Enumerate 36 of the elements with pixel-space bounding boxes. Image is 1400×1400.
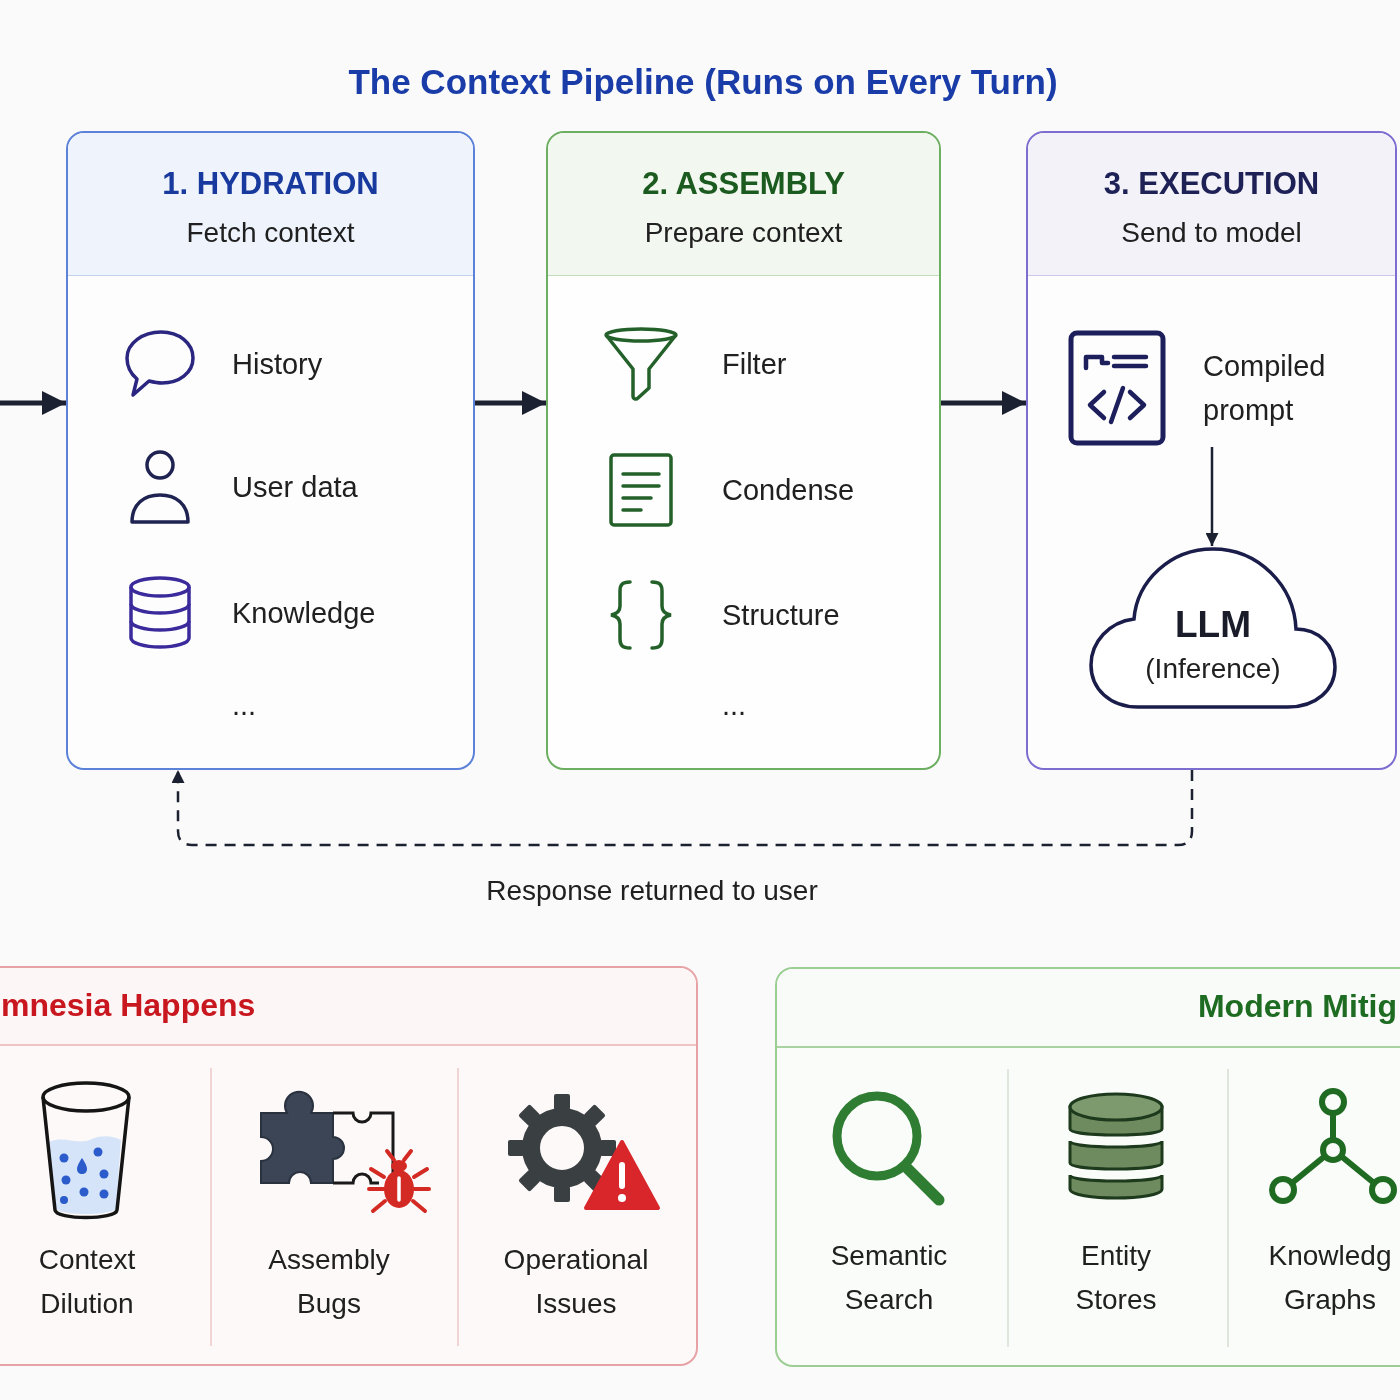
column-label: Context Dilution	[38, 1243, 136, 1321]
column-label: Knowledg Graphs	[1268, 1239, 1392, 1317]
column-label: Assembly Bugs	[268, 1243, 390, 1321]
panel-title: Modern Mitig	[1197, 987, 1397, 1026]
stage-card	[66, 131, 475, 770]
stage-card	[1026, 131, 1397, 770]
arrow	[475, 391, 546, 415]
cloud-title: LLM	[1175, 604, 1251, 646]
more-indicator: ...	[722, 688, 747, 723]
diagram-title: The Context Pipeline (Runs on Every Turn)	[348, 61, 1058, 103]
stage-subtitle: Send to model	[1121, 216, 1302, 250]
stage-title: 2. ASSEMBLY	[642, 165, 845, 203]
cloud-subtitle: (Inference)	[1145, 652, 1281, 686]
item-label: History	[232, 347, 323, 382]
arrow	[1205, 447, 1219, 546]
item-label: Condense	[722, 473, 855, 508]
stage-card	[546, 131, 941, 770]
dashed-arrow	[171, 770, 1194, 847]
item-label: Filter	[722, 347, 787, 382]
stage-subtitle: Prepare context	[644, 216, 843, 250]
column-label: Semantic Search	[830, 1239, 948, 1317]
stage-title: 1. HYDRATION	[162, 165, 379, 203]
item-label: Knowledge	[232, 596, 376, 631]
arrow	[0, 391, 66, 415]
stage-subtitle: Fetch context	[186, 216, 355, 250]
panel-title: mnesia Happens	[1, 986, 256, 1025]
column-label: Operational Issues	[503, 1243, 649, 1321]
more-indicator: ...	[232, 688, 257, 723]
node-label: Compiled prompt	[1203, 349, 1326, 428]
item-label: User data	[232, 470, 358, 505]
panel	[775, 967, 1400, 1367]
arrow	[941, 391, 1026, 415]
panel	[0, 966, 698, 1366]
stage-title: 3. EXECUTION	[1103, 165, 1320, 203]
column-label: Entity Stores	[1075, 1239, 1157, 1317]
item-label: Structure	[722, 598, 840, 633]
